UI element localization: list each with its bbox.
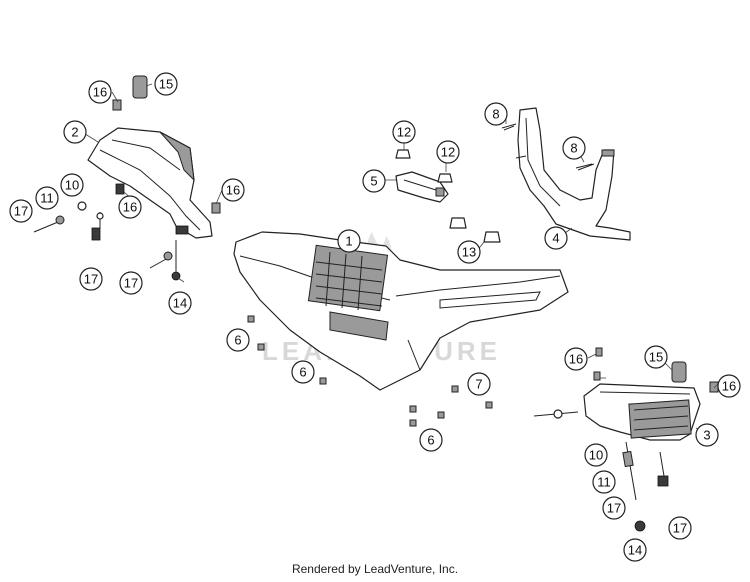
svg-text:1: 1 [345,234,352,249]
callout-2: 2 [63,120,87,144]
callouts: 1 2 3 4 5 6 6 6 7 8 8 10 10 11 11 12 12 … [9,72,741,562]
bolts-8 [501,123,593,169]
callout-10a: 10 [60,173,84,197]
svg-text:11: 11 [597,475,611,490]
bracket-part-5 [395,171,449,203]
bumper-15-right [671,361,687,383]
left-guard-part-2 [87,127,213,239]
clip-16-right-c [709,381,719,393]
svg-text:12: 12 [397,125,411,140]
clip-16-left-top [112,99,122,111]
callout-17e: 17 [668,516,692,540]
svg-text:3: 3 [703,428,710,443]
skid-plate-part-1 [233,231,569,391]
callout-6c: 6 [419,428,443,452]
grommets-13 [449,217,501,243]
right-guard-part-3 [583,383,701,441]
callout-11a: 11 [35,186,59,210]
callout-11b: 11 [592,470,616,494]
svg-text:6: 6 [234,333,241,348]
callout-8a: 8 [484,102,508,126]
svg-text:10: 10 [589,448,603,463]
callout-17d: 17 [602,496,626,520]
clip-16-left-right [211,202,221,214]
callout-17c: 17 [119,271,143,295]
svg-text:17: 17 [14,204,28,219]
nut-17-right [657,475,669,487]
svg-text:16: 16 [93,85,107,100]
svg-text:6: 6 [427,433,434,448]
callout-17b: 17 [79,267,103,291]
svg-text:16: 16 [123,200,137,215]
bumper-15-left [132,75,148,99]
svg-text:16: 16 [722,379,736,394]
callout-7: 7 [467,372,491,396]
callout-16c: 16 [221,178,245,202]
callout-13: 13 [457,240,481,264]
svg-text:16: 16 [569,352,583,367]
clip-16-right-b [593,371,601,381]
nut-17-left [91,227,101,241]
svg-text:16: 16 [226,183,240,198]
callout-15a: 15 [154,72,178,96]
clip-16-right-a [595,347,603,357]
svg-text:2: 2 [71,125,78,140]
svg-text:12: 12 [441,145,455,160]
svg-text:8: 8 [492,107,499,122]
callout-10b: 10 [584,443,608,467]
callout-12a: 12 [392,120,416,144]
callout-4: 4 [544,226,568,250]
rubber-mounts-12 [395,149,453,183]
svg-text:14: 14 [173,296,187,311]
callout-1: 1 [337,229,361,253]
callout-12b: 12 [436,140,460,164]
svg-text:14: 14 [628,543,642,558]
svg-text:5: 5 [370,174,377,189]
callout-14a: 14 [168,291,192,315]
nut-14-right [634,520,646,532]
small-parts-right [533,347,719,532]
svg-text:17: 17 [84,272,98,287]
bolt-17-left-b [149,257,169,269]
bolt-17-left-a [33,221,59,233]
svg-text:7: 7 [475,377,482,392]
callout-16a: 16 [88,80,112,104]
svg-text:17: 17 [673,521,687,536]
svg-text:17: 17 [124,276,138,291]
callout-6b: 6 [291,360,315,384]
nuts-6-7 [247,315,493,427]
callout-14b: 14 [623,538,647,562]
clip-16-left-mid [115,183,125,195]
credit-text: Rendered by LeadVenture, Inc. [291,562,459,576]
svg-text:11: 11 [40,191,54,206]
svg-text:8: 8 [570,141,577,156]
svg-text:17: 17 [607,501,621,516]
callout-16b: 16 [118,195,142,219]
svg-text:10: 10 [65,178,79,193]
callout-5: 5 [362,169,386,193]
svg-text:6: 6 [299,365,306,380]
frame-bracket-part-4 [503,107,631,241]
callout-3: 3 [695,423,719,447]
callout-6a: 6 [226,328,250,352]
callout-17a: 17 [9,199,33,223]
bolt-17-right-a [625,441,637,501]
callout-16e: 16 [717,374,741,398]
svg-text:15: 15 [649,350,663,365]
svg-text:13: 13 [462,245,476,260]
callout-8b: 8 [562,136,586,160]
callout-16d: 16 [564,347,588,371]
svg-text:15: 15 [159,77,173,92]
svg-text:4: 4 [552,231,559,246]
callout-15b: 15 [644,345,668,369]
